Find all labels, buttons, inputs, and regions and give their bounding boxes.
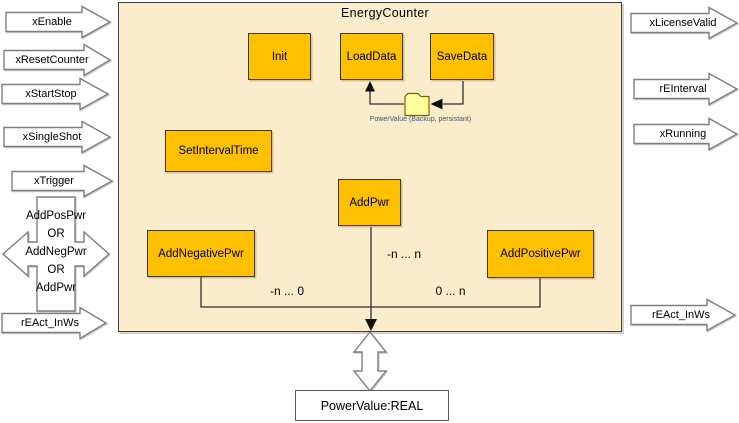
block-savedata-label: SaveData xyxy=(436,50,488,63)
output-label-reinterval: rEInterval xyxy=(659,83,707,95)
addnegative-connector xyxy=(200,277,371,308)
input-label-xenable: xEnable xyxy=(32,16,72,28)
function-block-title: EnergyCounter xyxy=(341,6,429,20)
block-savedata: SaveData xyxy=(430,33,494,80)
input-label-xsingleshot: xSingleShot xyxy=(22,131,82,143)
addpositive-connector xyxy=(371,278,541,308)
output-arrow-react-inws xyxy=(630,298,737,332)
or-line-or1: OR xyxy=(47,228,65,240)
input-arrow-xtrigger xyxy=(11,164,114,198)
block-setintervaltime: SetIntervalTime xyxy=(165,130,272,172)
block-addpositivepwr-label: AddPositivePwr xyxy=(500,248,581,260)
output-label-xrunning: xRunning xyxy=(659,128,707,140)
input-label-xtrigger: xTrigger xyxy=(34,175,74,187)
input-arrow-xenable xyxy=(5,5,112,39)
block-init: Init xyxy=(248,33,311,80)
block-setintervaltime-label: SetIntervalTime xyxy=(178,145,259,157)
input-arrow-react-inws xyxy=(1,306,108,340)
arrowhead-up-loaddata xyxy=(365,81,375,92)
input-label-xstartstop: xStartStop xyxy=(25,88,77,100)
savedata-backup-connector xyxy=(443,81,464,105)
output-arrow-xrunning xyxy=(633,117,739,151)
or-line-addpospwr: AddPosPwr xyxy=(25,210,87,222)
block-addpwr-label: AddPwr xyxy=(349,196,390,209)
or-line-or2: OR xyxy=(47,264,65,276)
block-addnegativepwr: AddNegativePwr xyxy=(147,230,255,277)
arrowhead-down-panel-bottom xyxy=(365,319,377,331)
input-arrow-xresetcounter xyxy=(3,43,112,77)
input-label-xresetcounter: xResetCounter xyxy=(15,54,89,66)
powervalue-real-label: PowerValue:REAL xyxy=(320,398,424,413)
backup-folder-caption: PowerValue (Backup, persistant) xyxy=(369,116,472,123)
input-arrow-addpwr-or xyxy=(1,196,111,312)
block-loaddata: LoadData xyxy=(340,33,403,80)
input-label-addpwr-or: AddPosPwr OR AddNegPwr OR AddPwr xyxy=(4,207,108,297)
backup-folder-icon xyxy=(404,92,430,117)
powervalue-double-arrow xyxy=(352,330,388,393)
arrowhead-left-backup xyxy=(430,98,443,110)
block-addpositivepwr: AddPositivePwr xyxy=(487,230,594,278)
block-loaddata-label: LoadData xyxy=(346,50,397,63)
output-label-react-inws: rEAct_InWs xyxy=(651,309,711,321)
block-addpwr: AddPwr xyxy=(338,179,401,226)
input-label-react-inws: rEAct_InWs xyxy=(20,317,80,329)
block-arrows xyxy=(1,5,739,393)
range-label-positive: 0 ... n xyxy=(435,284,466,298)
or-line-addpwr: AddPwr xyxy=(35,282,77,294)
output-arrow-xlicensevalid xyxy=(630,6,739,40)
connector-lines xyxy=(200,81,541,319)
powervalue-real-box: PowerValue:REAL xyxy=(295,390,449,421)
block-addnegativepwr-label: AddNegativePwr xyxy=(158,247,244,260)
range-label-negative: -n ... 0 xyxy=(269,284,304,298)
input-arrow-xstartstop xyxy=(1,77,110,111)
connector-arrowheads xyxy=(365,81,443,331)
or-line-addnegpwr: AddNegPwr xyxy=(25,246,87,258)
output-label-xlicensevalid: xLicenseValid xyxy=(649,17,717,29)
output-arrow-reinterval xyxy=(633,72,739,106)
input-arrow-xsingleshot xyxy=(3,120,112,154)
range-label-center: -n ... n xyxy=(386,247,421,261)
loaddata-backup-connector xyxy=(369,90,404,105)
block-init-label: Init xyxy=(271,50,288,63)
